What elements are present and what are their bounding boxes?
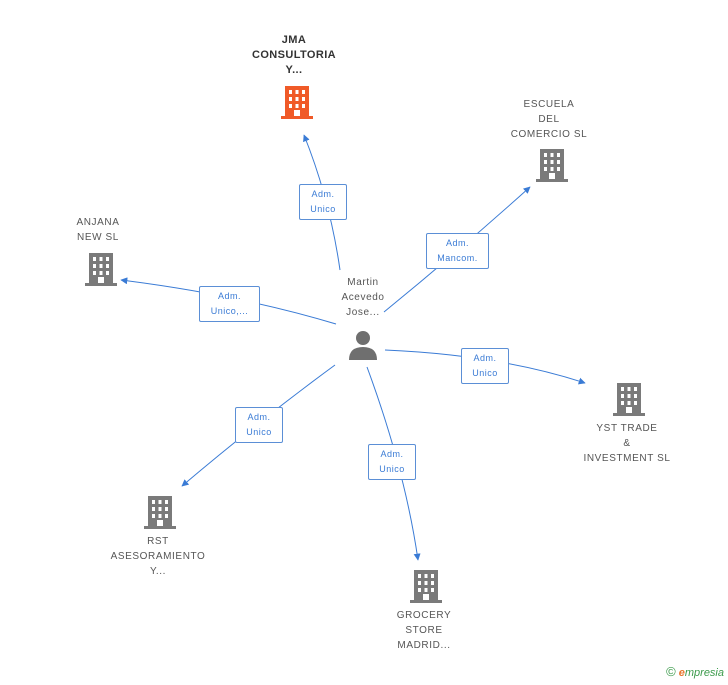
building-icon-grocery[interactable] xyxy=(409,568,443,604)
edge-label-jma[interactable]: Adm. Unico xyxy=(299,184,347,220)
brand-rest: mpresia xyxy=(684,667,724,679)
company-label-jma[interactable]: JMA CONSULTORIA Y... xyxy=(251,34,337,76)
building-icon-jma[interactable] xyxy=(280,84,314,120)
company-label-escuela[interactable]: ESCUELA DEL COMERCIO SL xyxy=(510,99,588,140)
brand-e: e xyxy=(678,667,685,679)
building-icon-escuela[interactable] xyxy=(535,147,569,183)
person-icon[interactable] xyxy=(346,330,380,360)
company-label-rst[interactable]: RST ASESORAMIENTO Y... xyxy=(110,536,206,577)
company-label-anjana[interactable]: ANJANA NEW SL xyxy=(76,217,120,243)
company-label-grocery[interactable]: GROCERY STORE MADRID... xyxy=(396,610,452,651)
edge-label-anjana[interactable]: Adm. Unico,... xyxy=(199,286,260,322)
building-icon-yst[interactable] xyxy=(612,381,646,417)
center-person-label[interactable]: Martin Acevedo Jose... xyxy=(341,277,385,318)
building-icon-rst[interactable] xyxy=(143,494,177,530)
edge-label-grocery[interactable]: Adm. Unico xyxy=(368,444,416,480)
company-label-yst[interactable]: YST TRADE & INVESTMENT SL xyxy=(583,423,671,464)
building-icon-anjana[interactable] xyxy=(84,251,118,287)
edge-label-rst[interactable]: Adm. Unico xyxy=(235,407,283,443)
edge-label-yst[interactable]: Adm. Unico xyxy=(461,348,509,384)
copyright-symbol: © xyxy=(666,664,676,679)
empresia-watermark: ©empresia xyxy=(666,664,724,679)
edge-label-escuela[interactable]: Adm. Mancom. xyxy=(426,233,489,269)
